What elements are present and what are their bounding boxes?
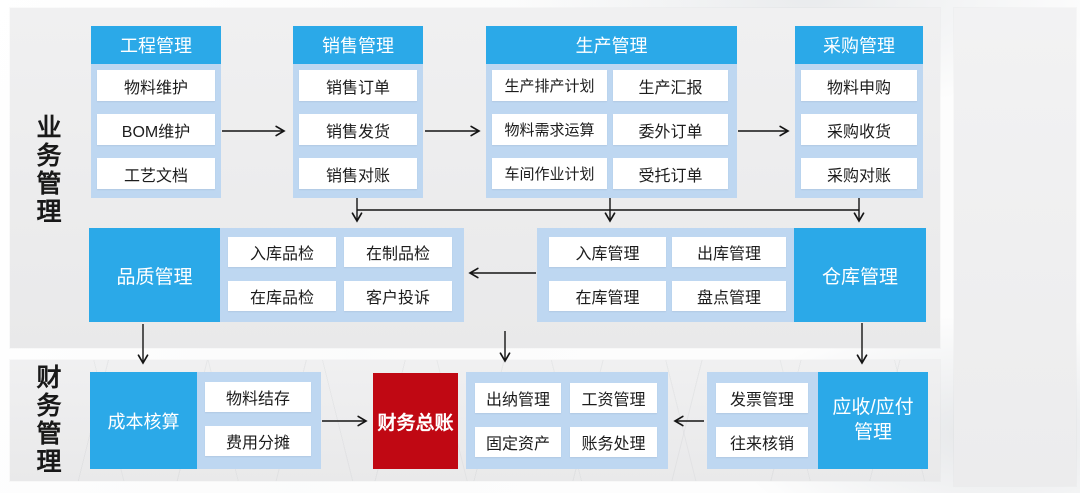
warehouse-management-box: 仓库管理 <box>794 228 926 322</box>
receivable-payable-box: 应收/应付管理 <box>818 372 928 469</box>
quality-group: 品质管理 入库品检 在制品检 在库品检 客户投诉 <box>89 228 464 322</box>
sales-group: 销售管理 销售订单 销售发货 销售对账 <box>293 26 423 198</box>
node-process-document: 工艺文档 <box>97 158 215 189</box>
warehouse-group: 入库管理 出库管理 在库管理 盘点管理 仓库管理 <box>537 228 926 322</box>
general-ledger-box: 财务总账 <box>373 373 458 469</box>
node-outsourcing-order: 委外订单 <box>613 114 728 145</box>
node-production-report: 生产汇报 <box>613 70 728 101</box>
node-material-balance: 物料结存 <box>205 382 311 412</box>
node-sales-order: 销售订单 <box>299 70 417 101</box>
receivable-payable-label: 应收/应付管理 <box>832 396 914 443</box>
node-instock-inspection: 在库品检 <box>228 281 336 311</box>
cost-accounting-box: 成本核算 <box>90 372 197 469</box>
node-mrp-calculation: 物料需求运算 <box>492 114 607 145</box>
cost-group: 成本核算 物料结存 费用分摊 <box>90 372 321 469</box>
node-cashier-management: 出纳管理 <box>475 383 561 413</box>
node-stocktaking-management: 盘点管理 <box>672 281 786 311</box>
purchasing-header: 采购管理 <box>795 26 923 64</box>
node-sales-delivery: 销售发货 <box>299 114 417 145</box>
node-purchase-reconciliation: 采购对账 <box>801 158 917 189</box>
engineering-group: 工程管理 物料维护 BOM维护 工艺文档 <box>91 26 221 198</box>
node-outbound-management: 出库管理 <box>672 237 786 267</box>
node-fixed-assets: 固定资产 <box>475 427 561 457</box>
receivable-group: 发票管理 往来核销 应收/应付管理 <box>707 372 928 469</box>
node-sales-reconciliation: 销售对账 <box>299 158 417 189</box>
node-consignment-order: 受托订单 <box>613 158 728 189</box>
production-header: 生产管理 <box>486 26 737 64</box>
node-instock-management: 在库管理 <box>549 281 666 311</box>
node-invoice-management: 发票管理 <box>716 383 808 413</box>
business-management-label: 业务管理 <box>33 114 61 226</box>
node-purchase-receipt: 采购收货 <box>801 114 917 145</box>
node-material-requisition: 物料申购 <box>801 70 917 101</box>
node-material-maintenance: 物料维护 <box>97 70 215 101</box>
cashier-group: 出纳管理 工资管理 固定资产 账务处理 <box>466 372 668 469</box>
integration-panel <box>954 8 1076 486</box>
node-inbound-management: 入库管理 <box>549 237 666 267</box>
node-inprocess-inspection: 在制品检 <box>344 237 452 267</box>
sales-header: 销售管理 <box>293 26 423 64</box>
node-bom-maintenance: BOM维护 <box>97 114 215 145</box>
node-customer-complaint: 客户投诉 <box>344 281 452 311</box>
node-production-scheduling: 生产排产计划 <box>492 70 607 101</box>
node-transaction-writeoff: 往来核销 <box>716 427 808 457</box>
node-expense-allocation: 费用分摊 <box>205 426 311 456</box>
node-payroll-management: 工资管理 <box>570 383 657 413</box>
node-workshop-plan: 车间作业计划 <box>492 158 607 189</box>
engineering-header: 工程管理 <box>91 26 221 64</box>
production-group: 生产管理 生产排产计划 物料需求运算 车间作业计划 生产汇报 委外订单 受托订单 <box>486 26 737 198</box>
node-account-processing: 账务处理 <box>570 427 657 457</box>
node-incoming-inspection: 入库品检 <box>228 237 336 267</box>
purchasing-group: 采购管理 物料申购 采购收货 采购对账 <box>795 26 923 198</box>
quality-management-box: 品质管理 <box>89 228 220 322</box>
finance-management-label: 财务管理 <box>33 364 61 476</box>
